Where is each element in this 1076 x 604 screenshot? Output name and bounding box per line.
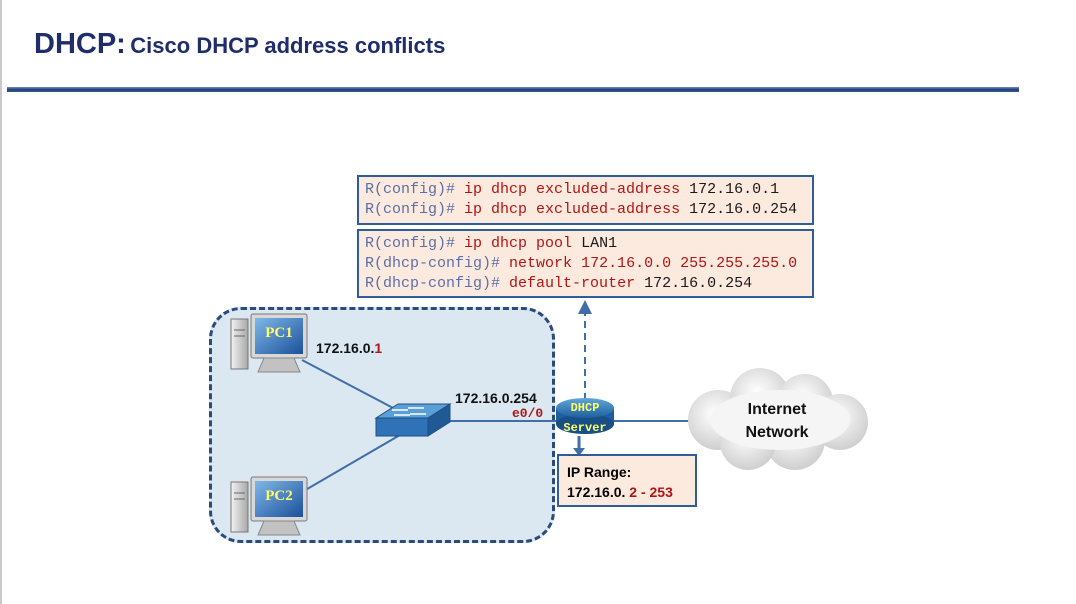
router-interface: e0/0 <box>512 406 544 421</box>
ip-range-value: 172.16.0. 2 - 253 <box>567 482 687 502</box>
pc2-label: PC2 <box>265 488 293 504</box>
ip-range-box: IP Range: 172.16.0. 2 - 253 <box>557 454 697 507</box>
title-rule <box>7 87 1019 92</box>
cmd-arg: 172.16.0.0 255.255.255.0 <box>581 255 798 272</box>
cmd-keyword: ip dhcp excluded-address <box>464 201 681 218</box>
left-border <box>0 0 2 604</box>
cmd-arg: 172.16.0.254 <box>644 275 753 292</box>
pc1-ip-prefix: 172.16.0. <box>316 340 375 356</box>
cmd-keyword: default-router <box>509 275 636 292</box>
cmd-arg: 172.16.0.254 <box>689 201 798 218</box>
pc1-label: PC1 <box>265 325 293 341</box>
ip-range-hosts: 2 - 253 <box>629 484 673 500</box>
title-main: DHCP: <box>34 28 126 60</box>
title-sub: Cisco DHCP address conflicts <box>130 33 446 58</box>
pc2-icon <box>230 476 308 536</box>
cloud-label-line1: Internet <box>747 401 807 418</box>
pc2-link <box>301 427 413 493</box>
router-label-server: Server <box>563 421 607 435</box>
pc1-icon <box>230 313 308 373</box>
ip-range-prefix: 172.16.0. <box>567 484 626 500</box>
cmd-arg: 172.16.0.1 <box>689 181 780 198</box>
cmd-line: R(config)# ip dhcp excluded-address 172.… <box>365 200 806 220</box>
ip-range-title: IP Range: <box>567 464 632 480</box>
cmd-prompt: R(config)# <box>365 181 456 198</box>
cmd-prompt: R(dhcp-config)# <box>365 255 501 272</box>
dhcp-pool-box: R(config)# ip dhcp pool LAN1 R(dhcp-conf… <box>357 229 814 298</box>
cmd-prompt: R(dhcp-config)# <box>365 275 501 292</box>
cloud-label: Internet Network <box>718 398 836 444</box>
cmd-keyword: network <box>509 255 573 272</box>
cmd-arg: LAN1 <box>581 235 618 252</box>
pc1-ip: 172.16.0.1 <box>316 340 382 356</box>
switch-icon <box>374 403 452 437</box>
config-arrow-head <box>578 300 592 314</box>
range-arrow-head <box>573 448 585 456</box>
router-ip: 172.16.0.254 <box>455 390 537 406</box>
cmd-keyword: ip dhcp excluded-address <box>464 181 681 198</box>
cmd-keyword: ip dhcp pool <box>464 235 573 252</box>
cmd-prompt: R(config)# <box>365 201 456 218</box>
router-icon <box>556 398 614 434</box>
pc1-ip-host: 1 <box>374 340 383 356</box>
excluded-address-box: R(config)# ip dhcp excluded-address 172.… <box>357 175 814 225</box>
cmd-prompt: R(config)# <box>365 235 456 252</box>
cmd-line: R(dhcp-config)# default-router 172.16.0.… <box>365 274 806 294</box>
cmd-line: R(config)# ip dhcp pool LAN1 <box>365 234 806 254</box>
cmd-line: R(config)# ip dhcp excluded-address 172.… <box>365 180 806 200</box>
internet-cloud-icon <box>688 368 868 470</box>
router-label-dhcp: DHCP <box>570 401 600 415</box>
cmd-line: R(dhcp-config)# network 172.16.0.0 255.2… <box>365 254 806 274</box>
cloud-label-line2: Network <box>745 424 809 441</box>
page-title: DHCP: Cisco DHCP address conflicts <box>34 28 445 61</box>
